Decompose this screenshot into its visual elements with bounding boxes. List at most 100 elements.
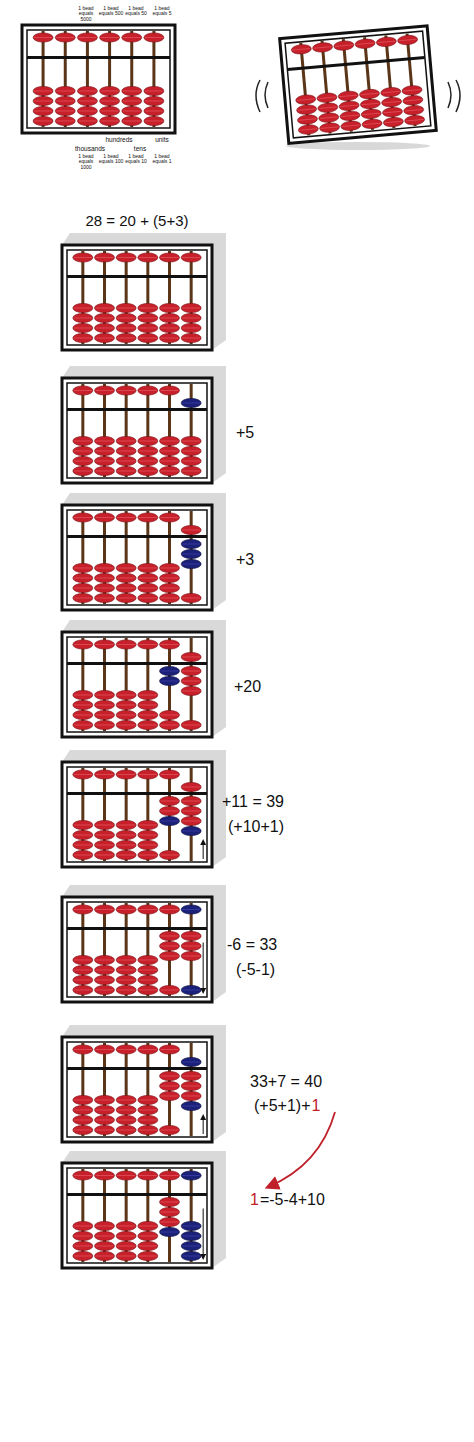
bead [73,690,93,699]
bead [95,1125,115,1134]
bead [95,720,115,729]
bead-edge [74,1049,92,1050]
bead [160,593,180,602]
bead [116,583,136,592]
bead [77,33,97,42]
bead-edge [117,1049,135,1050]
bead [181,806,201,815]
bead-edge [384,111,402,113]
bead [77,86,97,95]
bead [116,1045,136,1054]
bead [181,985,201,994]
bead-edge [117,980,135,981]
bead [160,1207,180,1216]
bead-edge [161,1076,179,1077]
curved-arrow [268,1112,335,1187]
bead-edge [96,970,114,971]
bead-edge [123,91,141,92]
abacus-inner-frame [67,1168,207,1263]
bead [95,1221,115,1230]
bead [95,985,115,994]
bead-edge [161,1222,179,1223]
bead [95,323,115,332]
bead [181,593,201,602]
bead [73,640,93,649]
bead-edge [182,461,200,462]
bead-edge [161,471,179,472]
bead-edge [96,1256,114,1257]
step-label: =-5-4+10 [260,1191,325,1209]
bead-edge [117,1226,135,1227]
bead-edge [362,113,380,115]
label-wrap: hundreds [105,136,132,143]
bead-edge [139,390,157,391]
bead [95,1105,115,1114]
bead-edge [74,1110,92,1111]
bead [116,436,136,445]
bead [144,116,164,125]
bead-edge [74,825,92,826]
bead-edge [74,970,92,971]
bead-edge [96,441,114,442]
bead [95,840,115,849]
bead-edge [377,41,395,43]
abacus-inner-frame [67,637,207,732]
bead-edge [161,715,179,716]
bead [160,386,180,395]
bead-edge [117,318,135,319]
label-wrap: 1 bead equals 10 [123,154,149,165]
bead [73,700,93,709]
bead-edge [74,308,92,309]
bead [95,456,115,465]
bead-edge [96,598,114,599]
bead [181,466,201,475]
bead [138,583,158,592]
bead [338,90,359,101]
bead [73,583,93,592]
bead-edge [182,990,200,991]
bead-edge [161,441,179,442]
bead [138,1045,158,1054]
bead [160,563,180,572]
bead [181,1231,201,1240]
bead-edge [182,1086,200,1087]
bead-edge [161,1130,179,1131]
place-value-note: 1 bead equals 1 [149,154,175,165]
bead [95,593,115,602]
bead-edge [117,960,135,961]
bead-edge [139,338,157,339]
divider-bar [67,408,207,411]
bead [116,446,136,455]
bead-edge [34,101,52,102]
bead-edge [74,1100,92,1101]
bead-edge [96,328,114,329]
abacus-inner-frame [67,767,207,862]
bead [181,826,201,835]
bead-edge [182,1226,200,1227]
bead [116,710,136,719]
bead [95,513,115,522]
bead [73,513,93,522]
step-label: +20 [234,678,261,696]
bead-edge [139,471,157,472]
bead-edge [139,578,157,579]
bead-edge [161,257,179,258]
label-wrap: -6 = 33 [227,936,277,954]
bead-edge [139,970,157,971]
bead [55,96,75,105]
bead-edge [182,451,200,452]
label-wrap: 28 = 20 + (5+3) [86,212,189,229]
bead-edge [74,390,92,391]
divider-bar [287,58,424,70]
label-wrap: 1 [250,1191,259,1209]
bead-edge [117,1246,135,1247]
bead [73,1171,93,1180]
bead [181,313,201,322]
bead [116,850,136,859]
step-label: 33+7 = 40 [250,1073,322,1091]
bead-edge [139,705,157,706]
bead [73,1045,93,1054]
bead-edge [123,37,141,38]
bead-edge [314,47,332,49]
abacus-inner-frame [285,31,431,138]
